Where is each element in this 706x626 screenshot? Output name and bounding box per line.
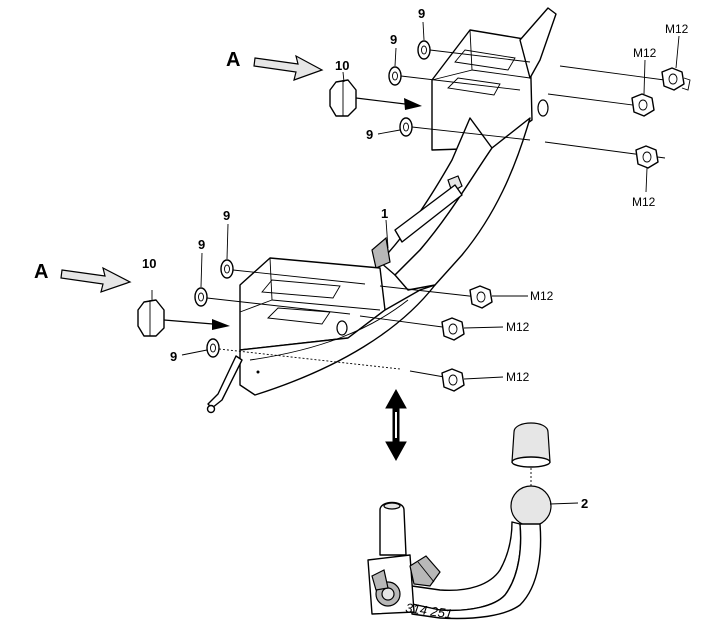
washer-bottom-3-label: 9 (170, 349, 177, 364)
leader-cap-top (342, 71, 345, 83)
ball-neck (367, 485, 552, 620)
washer-bottom-1 (220, 259, 234, 279)
nut-top-3 (635, 145, 659, 169)
washer-top-2-label: 9 (390, 32, 397, 47)
washer-bottom-1-label: 9 (223, 208, 230, 223)
crossmember-tube (371, 117, 531, 291)
ball-cover-cap (511, 422, 551, 486)
leader-ball-neck (549, 502, 579, 505)
cap-bottom (137, 299, 165, 337)
washer-bottom-3 (206, 338, 220, 358)
nut-bottom-2 (441, 317, 465, 341)
view-a-arrow-bottom (60, 266, 132, 293)
view-a-label-top: A (226, 49, 240, 71)
ball-neck-label: 2 (581, 496, 588, 511)
washer-top-3-label: 9 (366, 127, 373, 142)
nut-bottom-1 (469, 285, 493, 309)
nut-bottom-2-label: M12 (506, 320, 530, 334)
washer-top-2 (388, 66, 402, 86)
upper-mounting-bracket (431, 7, 557, 151)
assembly-direction-double-arrow (385, 388, 407, 462)
nut-bottom-3 (441, 368, 465, 392)
nut-top-1-label: M12 (665, 22, 689, 36)
view-a-label-bottom: A (34, 261, 48, 283)
nut-top-2-label: M12 (633, 46, 657, 60)
nut-bottom-1-label: M12 (530, 289, 554, 303)
washer-bottom-2-label: 9 (198, 237, 205, 252)
leader-crossmember (385, 219, 389, 249)
nut-top-2 (631, 93, 655, 117)
crossmember-label: 1 (381, 206, 388, 221)
washer-top-1-label: 9 (418, 6, 425, 21)
washer-top-3 (399, 117, 413, 137)
washer-bottom-2 (194, 287, 208, 307)
nut-top-3-label: M12 (632, 195, 656, 209)
nut-bottom-3-label: M12 (506, 370, 530, 384)
cap-top (329, 79, 357, 117)
nut-top-1 (661, 67, 691, 91)
cap-top-insertion-arrow (355, 97, 406, 105)
cap-bottom-insertion-arrow (163, 319, 214, 325)
lower-arm (206, 284, 436, 414)
cap-top-label: 10 (335, 58, 349, 73)
part-number: 314 251 (405, 600, 454, 621)
washer-top-1 (417, 40, 431, 60)
view-a-arrow-top (253, 54, 324, 81)
cap-bottom-label: 10 (142, 256, 156, 271)
